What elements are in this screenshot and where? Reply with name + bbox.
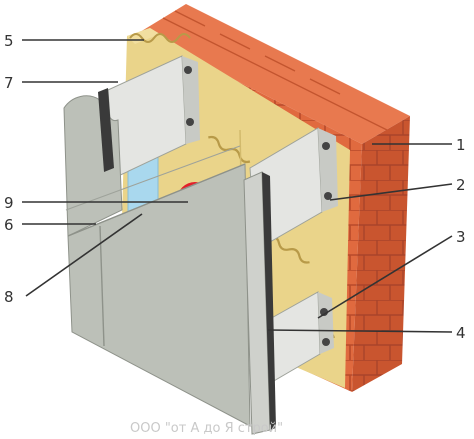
bracket-top <box>107 55 200 179</box>
guide-profiles <box>98 88 276 435</box>
label-2: 2 <box>456 176 466 194</box>
label-5: 5 <box>4 32 14 50</box>
label-6: 6 <box>4 216 14 234</box>
label-1: 1 <box>456 136 466 154</box>
label-8: 8 <box>4 288 14 306</box>
watermark: ООО "от А до Я строй" <box>130 421 283 436</box>
label-4: 4 <box>456 324 466 342</box>
callout-labels: 5 7 1 2 3 4 9 6 8 <box>4 32 466 342</box>
bracket-bottom <box>267 291 334 383</box>
label-7: 7 <box>4 74 14 92</box>
callout-lines <box>22 39 453 333</box>
label-3: 3 <box>456 228 466 246</box>
label-9: 9 <box>4 194 14 212</box>
